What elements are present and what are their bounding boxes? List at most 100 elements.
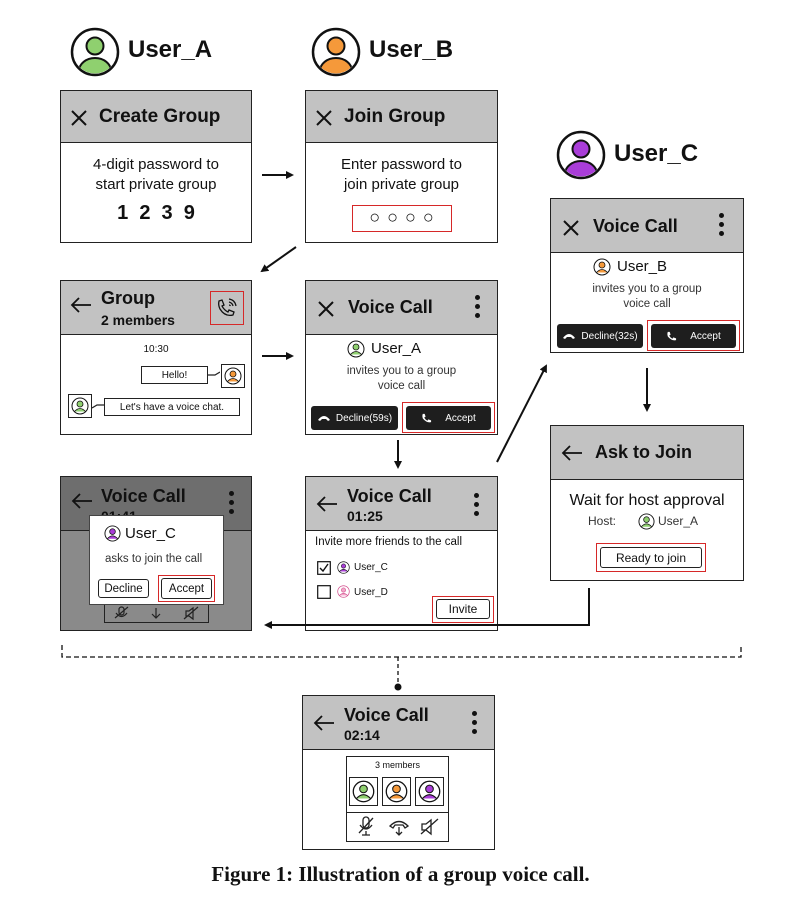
accept-button[interactable]: Accept xyxy=(651,324,736,348)
accept-button[interactable]: Accept xyxy=(406,406,491,430)
accept-request-button[interactable]: Accept xyxy=(161,578,212,599)
invite-call-timer: 01:25 xyxy=(347,508,383,524)
user-a-avatar-icon xyxy=(347,340,365,358)
password-input[interactable]: ○ ○ ○ ○ xyxy=(352,205,452,232)
kebab-menu-icon[interactable] xyxy=(474,493,480,520)
close-icon[interactable] xyxy=(318,301,334,317)
invite-button[interactable]: Invite xyxy=(436,599,490,619)
member-count: 3 members xyxy=(374,760,420,770)
decline-label: Decline(59s) xyxy=(335,412,393,424)
ask-to-join-screen: Ask to Join Wait for host approval Host:… xyxy=(550,425,744,581)
close-icon[interactable] xyxy=(316,110,332,126)
caller-name: User_A xyxy=(371,340,422,357)
kebab-menu-icon[interactable] xyxy=(229,491,235,518)
back-arrow-icon[interactable] xyxy=(70,297,92,313)
voice-call-b-header: Voice Call xyxy=(306,281,497,335)
bubble-tail xyxy=(92,404,104,409)
accept-label: Accept xyxy=(445,412,476,424)
voice-call-b-title: Voice Call xyxy=(348,297,433,317)
kebab-menu-icon[interactable] xyxy=(472,711,478,738)
hang-up-icon xyxy=(563,334,576,339)
user-c-avatar-icon xyxy=(104,525,121,542)
figure-caption: Figure 1: Illustration of a group voice … xyxy=(211,862,590,886)
close-icon[interactable] xyxy=(71,110,87,126)
back-arrow-icon[interactable] xyxy=(316,496,338,512)
create-group-line1: 4-digit password to xyxy=(93,156,219,173)
voice-call-invite-c-screen: Voice Call User_B invites you to a group… xyxy=(550,198,744,353)
accept-highlight xyxy=(402,402,495,433)
voice-call-button[interactable] xyxy=(210,291,244,325)
create-group-screen: Create Group 4-digit password to start p… xyxy=(60,90,252,243)
invite-call-title: Voice Call xyxy=(347,486,432,506)
merge-bracket xyxy=(61,645,742,658)
controls-divider xyxy=(347,812,448,813)
requester-name: User_C xyxy=(125,525,176,542)
hang-up-icon[interactable] xyxy=(388,818,410,836)
member-tile-a xyxy=(349,777,378,806)
chat-bubble-left: Let's have a voice chat. xyxy=(104,398,240,416)
user-b-avatar-icon xyxy=(311,27,361,77)
member-tile-b xyxy=(382,777,411,806)
mute-mic-icon[interactable] xyxy=(357,816,375,836)
host-approval-screen: Voice Call 01:41 User_C asks to join the… xyxy=(60,476,252,631)
accept-label: Accept xyxy=(690,330,721,342)
decline-request-button[interactable]: Decline xyxy=(98,579,149,598)
host-name: User_A xyxy=(658,514,699,528)
user-a-avatar-icon xyxy=(352,780,375,803)
invite-friends-screen: Voice Call 01:25 Invite more friends to … xyxy=(305,476,498,631)
host-call-title: Voice Call xyxy=(101,486,186,506)
invite-prompt: Invite more friends to the call xyxy=(315,536,463,548)
invite-line2: voice call xyxy=(377,380,426,392)
caller-name: User_B xyxy=(617,258,668,275)
wait-message: Wait for host approval xyxy=(569,492,725,509)
bubble-tail xyxy=(208,371,220,376)
user-b-avatar-icon xyxy=(224,367,242,385)
arrow-ask-to-host xyxy=(264,588,590,629)
create-group-line2: start private group xyxy=(95,176,217,193)
join-group-line1: Enter password to xyxy=(341,156,462,173)
final-voice-call-screen: Voice Call 02:14 3 members xyxy=(302,695,495,850)
back-arrow-icon[interactable] xyxy=(71,493,93,509)
join-request-dialog: User_C asks to join the call Decline Acc… xyxy=(89,515,224,605)
decline-button[interactable]: Decline(32s) xyxy=(557,324,643,348)
join-group-line2: join private group xyxy=(343,176,460,193)
accept-highlight xyxy=(647,320,740,351)
voice-call-icon xyxy=(218,298,237,317)
kebab-menu-icon[interactable] xyxy=(719,213,725,240)
back-arrow-icon[interactable] xyxy=(561,445,583,461)
join-group-screen: Join Group Enter password to join privat… xyxy=(305,90,498,243)
checkbox-unchecked-icon[interactable] xyxy=(317,585,331,599)
back-arrow-icon[interactable] xyxy=(313,715,335,731)
user-b-label: User_B xyxy=(369,36,454,63)
voice-call-c-title: Voice Call xyxy=(593,216,678,236)
checkbox-checked-icon[interactable] xyxy=(317,561,331,575)
user-b-chat-avatar xyxy=(221,364,245,388)
group-title: Group xyxy=(101,288,155,308)
user-a-chat-avatar xyxy=(68,394,92,418)
speaker-mute-icon[interactable] xyxy=(420,818,440,836)
group-chat-screen: Group 2 members 10:30 Hello! Let's have … xyxy=(60,280,252,435)
merge-dot xyxy=(394,683,402,691)
friend-user-c: User_C xyxy=(354,562,388,573)
create-group-title: Create Group xyxy=(99,106,221,127)
arrow-invite-to-user-c xyxy=(496,364,547,463)
kebab-menu-icon[interactable] xyxy=(475,295,481,322)
ask-to-join-header: Ask to Join xyxy=(551,426,743,480)
phone-icon xyxy=(667,331,677,340)
request-message: asks to join the call xyxy=(105,553,203,565)
decline-button[interactable]: Decline(59s) xyxy=(311,406,398,430)
members-panel: 3 members xyxy=(346,756,449,842)
join-group-header: Join Group xyxy=(306,91,497,143)
member-tile-c xyxy=(415,777,444,806)
ready-label: Ready to join xyxy=(615,550,687,565)
ready-to-join-button[interactable]: Ready to join xyxy=(600,547,702,568)
voice-call-invite-b-screen: Voice Call User_A invites you to a group… xyxy=(305,280,498,435)
user-d-avatar-icon xyxy=(337,585,350,598)
invite-line2: voice call xyxy=(623,298,671,310)
decline-label: Decline(32s) xyxy=(581,330,638,342)
message-hello: Hello! xyxy=(161,369,188,381)
group-member-count: 2 members xyxy=(101,312,175,328)
final-call-header: Voice Call 02:14 xyxy=(303,696,494,750)
close-icon[interactable] xyxy=(563,220,579,236)
